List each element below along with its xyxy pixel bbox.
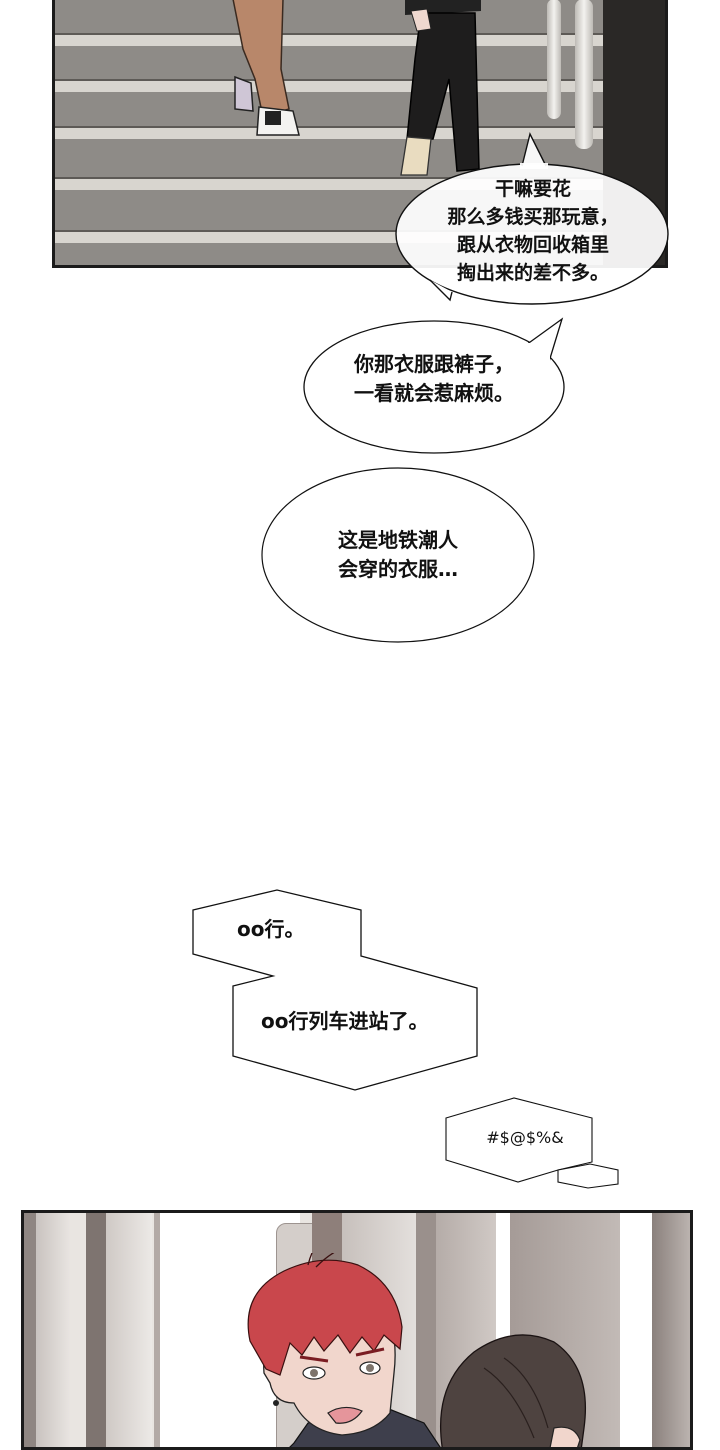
announcement-bubbles: oo行。 oo行列车进站了。	[185, 880, 485, 1100]
bubble-2-text: 你那衣服跟裤子， 一看就会惹麻烦。	[354, 352, 514, 405]
grumble-bubble: #$@$%&	[440, 1097, 630, 1200]
speech-bubble-2: 你那衣服跟裤子， 一看就会惹麻烦。	[300, 295, 580, 457]
person-tan-trousers	[232, 0, 300, 136]
announcement-2-text: oo行列车进站了。	[261, 1009, 429, 1033]
speech-bubble-shape	[261, 467, 535, 643]
grumble-text: #$@$%&	[486, 1128, 564, 1147]
handrail	[547, 0, 561, 119]
speech-bubble-1: 干嘛要花 那么多钱买那玩意， 跟从衣物回收箱里 掏出来的差不多。	[390, 130, 700, 330]
subway-pillar	[652, 1213, 690, 1447]
handrail	[575, 0, 593, 149]
stair-edge	[55, 79, 665, 92]
speech-bubble-shape	[395, 131, 669, 305]
announcement-1-text: oo行。	[237, 917, 305, 941]
subway-pillar	[36, 1213, 70, 1447]
bubble-1-text: 干嘛要花 那么多钱买那玩意， 跟从衣物回收箱里 掏出来的差不多。	[447, 178, 619, 284]
subway-pillar	[416, 1213, 436, 1447]
bubble-3-text: 这是地铁潮人 会穿的衣服…	[338, 528, 458, 581]
stair-edge	[55, 33, 665, 46]
speech-bubble-3: 这是地铁潮人 会穿的衣服…	[260, 466, 540, 648]
character-dark-hair	[439, 1334, 587, 1447]
subway-pillar	[154, 1213, 160, 1447]
announcement-shape	[192, 889, 478, 1091]
subway-pillar	[106, 1213, 152, 1447]
speech-bubble-shape	[303, 317, 565, 454]
grumble-shape	[445, 1097, 619, 1189]
subway-pillar	[24, 1213, 36, 1447]
subway-pillar	[86, 1213, 106, 1447]
comic-panel-subway	[21, 1210, 693, 1450]
stair-edge	[55, 126, 665, 139]
subway-window	[620, 1213, 652, 1447]
person-black-trousers	[400, 0, 481, 176]
character-red-hair	[247, 1253, 441, 1447]
